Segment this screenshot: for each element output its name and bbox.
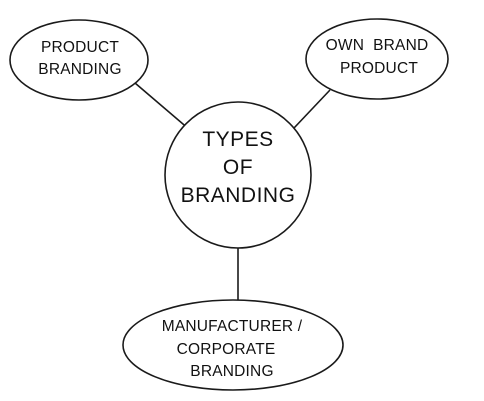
node-label: PRODUCT [340, 60, 418, 77]
node-label: MANUFACTURER / [162, 318, 303, 335]
node-manufacturer-corporate-branding: MANUFACTURER / CORPORATE BRANDING [122, 299, 344, 391]
node-label: BRANDING [38, 61, 121, 78]
node-label: BRANDING [190, 363, 273, 380]
center-label: BRANDING [181, 184, 296, 207]
connector-own-brand-product [293, 89, 331, 129]
center-label: TYPES [202, 128, 273, 151]
connector-product-branding [134, 82, 191, 131]
node-product-branding: PRODUCT BRANDING [9, 19, 149, 101]
node-label: OWN BRAND [326, 37, 429, 54]
node-label: CORPORATE [177, 341, 276, 358]
node-label: PRODUCT [41, 39, 119, 56]
node-own-brand-product: OWN BRAND PRODUCT [305, 18, 449, 100]
node-types-of-branding: TYPES OF BRANDING [164, 101, 312, 249]
center-label: OF [223, 156, 253, 179]
